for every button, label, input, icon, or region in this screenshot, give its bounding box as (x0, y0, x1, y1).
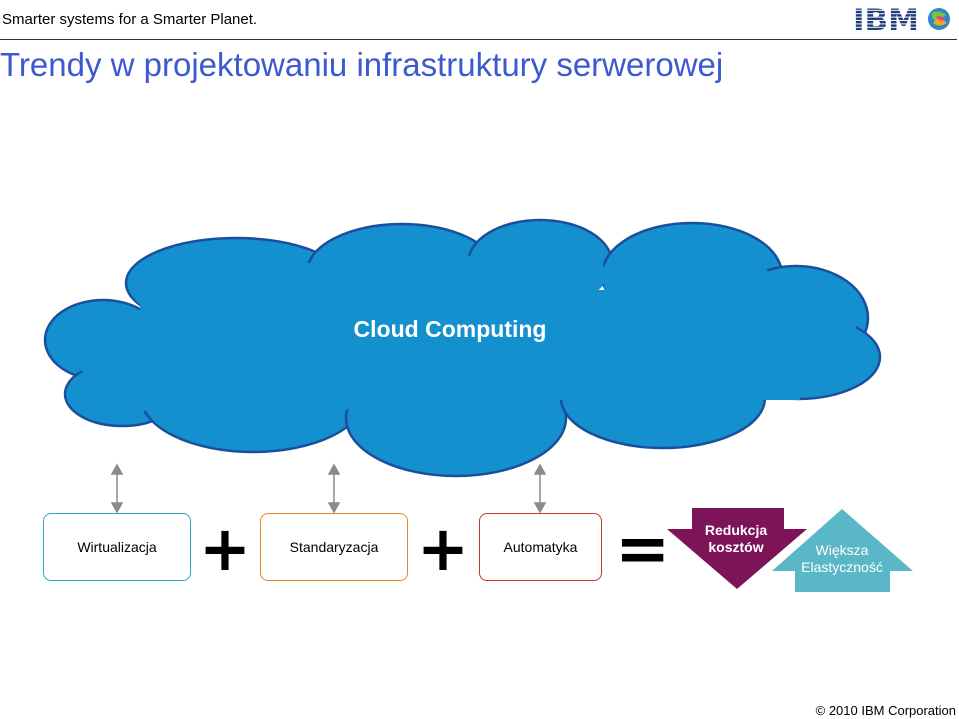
connector-arrow-virtualization (110, 463, 124, 514)
automation-label: Automatyka (503, 539, 578, 555)
plus-operator-1: + (199, 512, 251, 585)
flexibility-line2: Elastyczność (801, 559, 883, 575)
header-divider (0, 39, 957, 40)
footer-copyright: © 2010 IBM Corporation (815, 703, 956, 718)
connector-arrow-automation (533, 463, 547, 514)
connector-arrow-standardization (327, 463, 341, 514)
standardization-label: Standaryzacja (289, 539, 379, 555)
header-tagline: Smarter systems for a Smarter Planet. (2, 11, 258, 28)
smarter-planet-icon (928, 8, 950, 30)
cost-reduction-line1: Redukcja (704, 522, 768, 538)
virtualization-label: Wirtualizacja (77, 539, 157, 555)
cost-reduction-label: Redukcja kosztów (686, 522, 786, 556)
equals-operator: = (615, 510, 671, 587)
standardization-box: Standaryzacja (260, 513, 408, 581)
cost-reduction-line2: kosztów (708, 539, 764, 555)
flexibility-label: Większa Elastyczność (786, 542, 898, 576)
automation-box: Automatyka (479, 513, 602, 581)
virtualization-box: Wirtualizacja (43, 513, 191, 581)
plus-operator-2: + (417, 512, 469, 585)
slide-title: Trendy w projektowaniu infrastruktury se… (0, 46, 724, 83)
cost-reduction-arrow (667, 508, 807, 589)
ibm-logo-text: IBM (853, 4, 919, 34)
cloud-computing-label: Cloud Computing (353, 316, 547, 342)
flexibility-line1: Większa (815, 542, 869, 558)
flexibility-arrow (772, 509, 913, 592)
ibm-logo: IBM (853, 4, 950, 34)
cloud-fill (60, 241, 866, 455)
